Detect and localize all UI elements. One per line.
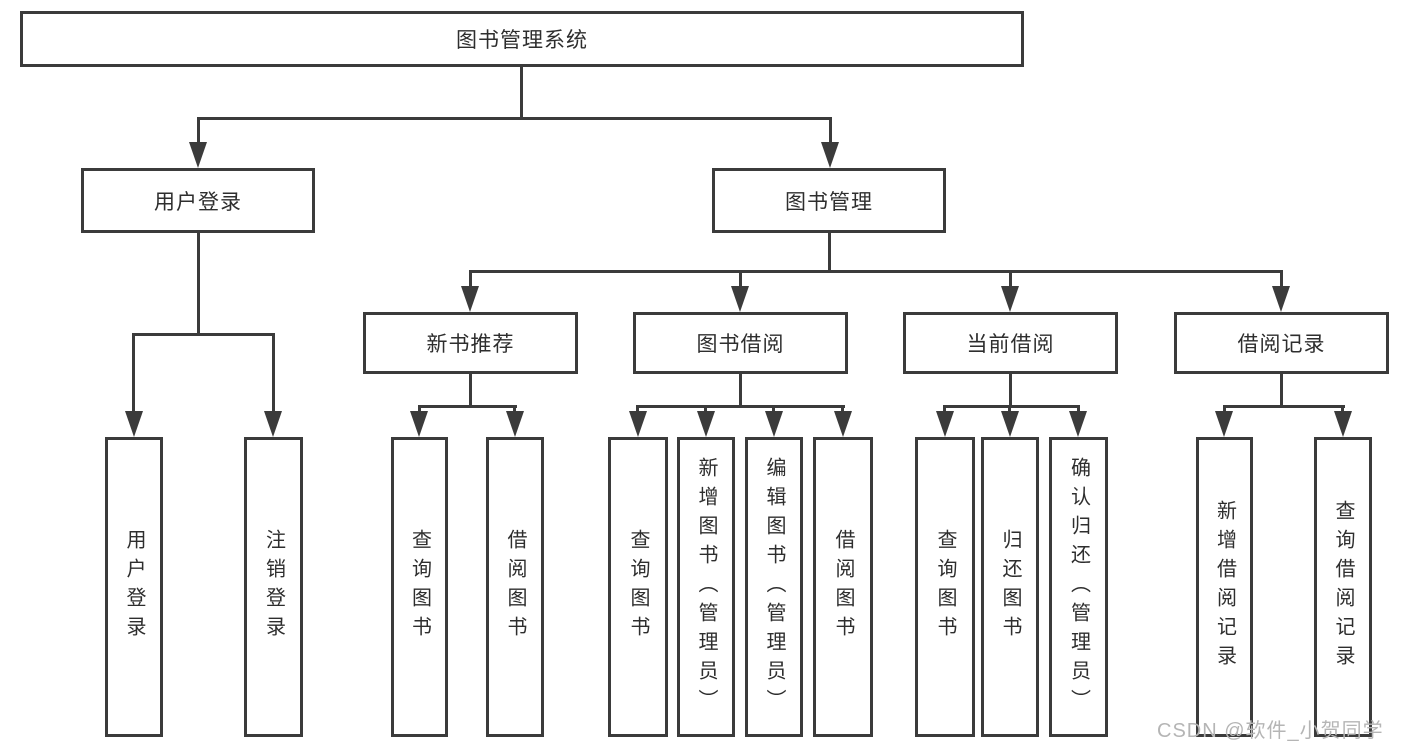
leaf-label: 确认归还（管理员） [1067,456,1090,718]
connector-line [197,117,200,147]
node-current-borrow: 当前借阅 [903,312,1118,374]
leaf-return-books: 归还图书 [981,437,1039,737]
node-label: 新书推荐 [426,333,515,356]
node-book-borrow: 图书借阅 [633,312,848,374]
connector-line [197,117,832,120]
connector-line [636,405,845,408]
node-label: 用户登录 [154,190,242,214]
arrow-down-icon [506,411,524,437]
leaf-add-borrow-record: 新增借阅记录 [1196,437,1253,737]
arrow-down-icon [125,411,143,437]
leaf-label: 新增借阅记录 [1213,500,1236,674]
leaf-label: 查询图书 [408,529,431,645]
leaf-borrow-books: 借阅图书 [813,437,873,737]
connector-line [1280,270,1283,290]
leaf-label: 归还图书 [999,529,1021,645]
node-label: 当前借阅 [966,333,1055,356]
arrow-down-icon [1001,411,1019,437]
leaf-logout: 注销登录 [244,437,303,737]
connector-line [469,270,472,290]
leaf-user-login: 用户登录 [105,437,163,737]
arrow-down-icon [1334,411,1352,437]
node-user-login-branch: 用户登录 [81,168,315,233]
leaf-query-books-borrow: 查询图书 [608,437,668,737]
leaf-add-book-admin: 新增图书（管理员） [677,437,735,737]
node-label: 借阅记录 [1237,333,1326,356]
connector-line [197,233,200,336]
connector-line [132,333,135,415]
node-borrow-records: 借阅记录 [1174,312,1389,374]
arrow-down-icon [461,286,479,312]
node-library-system: 图书管理系统 [20,11,1024,67]
leaf-label: 查询图书 [627,529,649,645]
leaf-label: 用户登录 [123,529,145,645]
connector-line [1223,405,1345,408]
arrow-down-icon [1272,286,1290,312]
leaf-borrow-books-recommend: 借阅图书 [486,437,544,737]
arrow-down-icon [765,411,783,437]
leaf-query-books-recommend: 查询图书 [391,437,448,737]
leaf-label: 新增图书（管理员） [695,456,717,718]
arrow-down-icon [1001,286,1019,312]
arrow-down-icon [629,411,647,437]
leaf-label: 查询借阅记录 [1332,500,1354,674]
connector-line [132,333,275,336]
arrow-down-icon [834,411,852,437]
node-book-management: 图书管理 [712,168,946,233]
arrow-down-icon [264,411,282,437]
arrow-down-icon [410,411,428,437]
connector-line [739,270,742,290]
node-label: 图书管理系统 [456,29,588,52]
arrow-down-icon [697,411,715,437]
connector-line [418,405,517,408]
leaf-label: 注销登录 [262,529,285,645]
leaf-label: 借阅图书 [832,529,854,645]
csdn-watermark: CSDN @软件_小贺同学 [1157,720,1384,742]
connector-line [943,405,1080,408]
arrow-down-icon [1069,411,1087,437]
node-label: 图书管理 [785,190,873,214]
node-label: 图书借阅 [696,333,785,356]
leaf-query-borrow-record: 查询借阅记录 [1314,437,1372,737]
connector-line [1280,374,1283,407]
arrow-down-icon [1215,411,1233,437]
leaf-label: 编辑图书（管理员） [763,456,785,718]
node-new-book-recommend: 新书推荐 [363,312,578,374]
leaf-edit-book-admin: 编辑图书（管理员） [745,437,803,737]
connector-line [829,117,832,147]
leaf-label: 借阅图书 [504,529,526,645]
leaf-query-books-current: 查询图书 [915,437,975,737]
connector-line [739,374,742,407]
arrow-down-icon [189,142,207,168]
arrow-down-icon [731,286,749,312]
leaf-label: 查询图书 [934,529,956,645]
connector-line [1009,270,1012,290]
connector-line [828,233,831,273]
connector-line [1009,374,1012,407]
arrow-down-icon [821,142,839,168]
connector-line [272,333,275,415]
connector-line [469,270,1283,273]
arrow-down-icon [936,411,954,437]
connector-line [520,67,523,119]
connector-line [469,374,472,407]
leaf-confirm-return-admin: 确认归还（管理员） [1049,437,1108,737]
